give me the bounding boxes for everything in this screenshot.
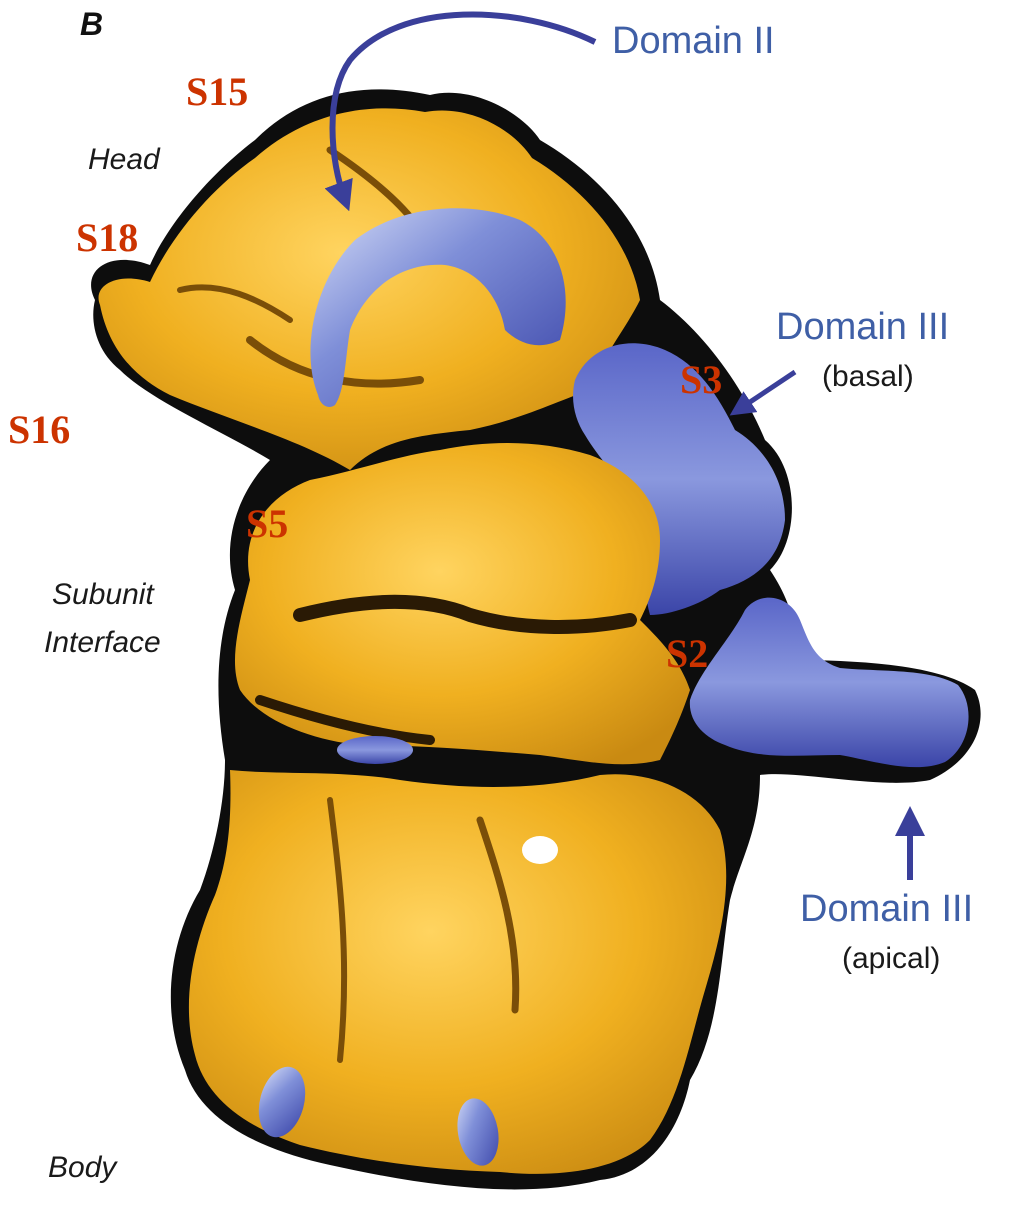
- protein-label-s18: S18: [76, 218, 138, 258]
- body-label: Body: [48, 1153, 116, 1183]
- panel-letter: B: [80, 8, 103, 40]
- domain-ii-label: Domain II: [612, 22, 775, 60]
- protein-label-s15: S15: [186, 72, 248, 112]
- domain-iii-basal-arrow: [738, 372, 795, 410]
- head-label: Head: [88, 145, 160, 175]
- domain-iii-apical-sublabel: (apical): [842, 944, 940, 974]
- domain-iii-apical-label: Domain III: [800, 890, 973, 928]
- protein-label-s16: S16: [8, 410, 70, 450]
- interface-blue-spot: [337, 736, 413, 764]
- domain-iii-basal-label: Domain III: [776, 308, 949, 346]
- interface-label: Interface: [44, 628, 161, 658]
- subunit-label: Subunit: [52, 580, 154, 610]
- body-hole: [522, 836, 558, 864]
- protein-label-s3: S3: [680, 360, 722, 400]
- protein-label-s5: S5: [246, 504, 288, 544]
- domain-iii-basal-sublabel: (basal): [822, 362, 914, 392]
- protein-label-s2: S2: [666, 634, 708, 674]
